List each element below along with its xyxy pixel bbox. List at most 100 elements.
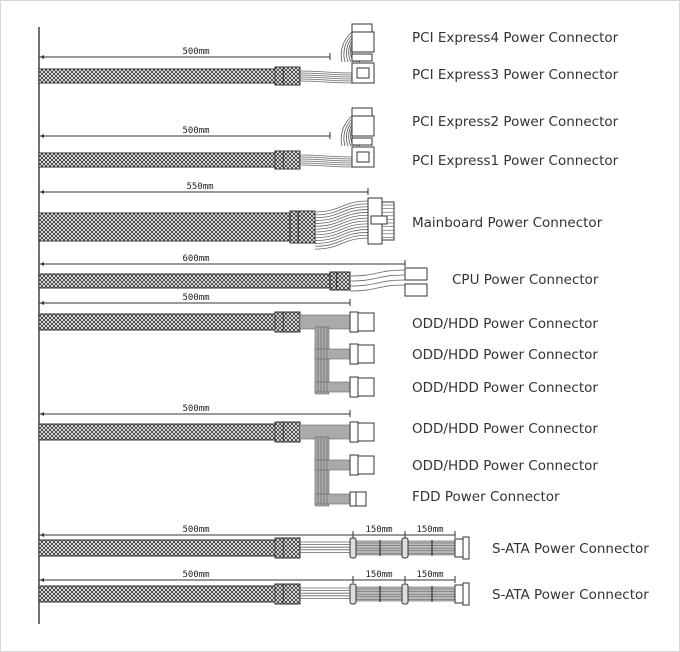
pcie-cable-2-wire-arc: [340, 115, 353, 147]
pcie-cable-2-connector-lower: [351, 146, 375, 168]
pcie-cable-1-length-label: 500mm: [182, 47, 209, 57]
pcie-cable-2-wire: [299, 164, 353, 168]
pcie-cable-2-wire: [299, 162, 353, 166]
label-pcie1: PCI Express1 Power Connector: [412, 153, 619, 169]
cpu-cable-length-label: 600mm: [182, 254, 209, 264]
molex-cable-1-sleeve: [38, 313, 276, 331]
mainboard-cable-wire: [314, 220, 369, 233]
pcie-cable-1-connector-tab: [351, 23, 373, 33]
sata-cable-2-segment-label: 150mm: [365, 570, 392, 580]
pcie-cable-2-connector-latch: [356, 151, 370, 163]
label-sata-1: S-ATA Power Connector: [492, 541, 649, 557]
molex-cable-2-wire-bundle-vertical: [314, 436, 330, 507]
pcie-cable-2-wire-arc: [343, 118, 353, 147]
cpu-cable-wire: [349, 284, 406, 292]
molex-cable-1-ferrule: [274, 311, 301, 333]
mainboard-cable-wire: [314, 226, 369, 239]
cpu-cable-ferrule: [329, 271, 351, 291]
label-odd-hdd-1: ODD/HDD Power Connector: [412, 316, 598, 332]
cpu-cable-sleeve: [38, 273, 331, 289]
sata-cable-1-inline-connector: [401, 537, 409, 559]
molex-cable-2-ferrule: [274, 421, 301, 443]
pcie-cable-1-wire: [299, 78, 353, 82]
sata-cable-1-end-connector-front: [462, 536, 470, 560]
molex-cable-2-molex-connector-front: [349, 454, 359, 476]
molex-cable-2-sleeve: [38, 423, 276, 441]
molex-cable-1-molex-connector-body: [357, 312, 375, 332]
mainboard-cable-ferrule-band: [297, 210, 316, 244]
pcie-cable-1-wire-arc: [340, 31, 353, 63]
pcie-cable-2-length-label: 500mm: [182, 126, 209, 136]
sata-cable-1-arrow: [40, 533, 44, 537]
label-mainboard: Mainboard Power Connector: [412, 215, 603, 231]
pcie-cable-2-sleeve: [38, 152, 276, 168]
pcie-cable-2-ferrule: [274, 150, 301, 170]
molex-cable-2-molex-connector-body: [357, 455, 375, 475]
sata-cable-1-inline-connector: [349, 537, 357, 559]
pcie-cable-2-connector-upper: [351, 115, 375, 137]
sata-cable-1-end-connector-back: [454, 538, 464, 558]
pcie-cable-2-wire: [299, 160, 353, 164]
pcie-cable-1-wire: [299, 80, 353, 84]
pcie-cable-2-connector-tab: [351, 107, 373, 117]
sata-cable-2-ferrule: [274, 583, 301, 605]
molex-cable-1-wire-branch: [314, 348, 351, 360]
mainboard-cable-wire: [314, 234, 369, 247]
molex-cable-2-wire-branch: [314, 459, 351, 471]
pcie-cable-1-wire: [299, 74, 353, 78]
pcie-cable-1-ferrule: [274, 66, 301, 86]
label-pcie2: PCI Express2 Power Connector: [412, 114, 619, 130]
pcie-cable-1-connector-latch: [356, 67, 370, 79]
molex-cable-1-wire-branch: [314, 381, 351, 393]
pcie-cable-2-wire: [299, 156, 353, 160]
cpu-connector-lower: [404, 283, 428, 297]
mainboard-cable-wire: [314, 229, 369, 241]
molex-cable-1-molex-connector-front: [349, 376, 359, 398]
molex-cable-2-wire-branch: [314, 493, 351, 505]
pcie-cable-1-ferrule-band: [282, 66, 301, 86]
molex-cable-1-wire-bundle-vertical: [314, 326, 330, 395]
label-cpu: CPU Power Connector: [452, 272, 599, 288]
molex-cable-2-length-label: 500mm: [182, 404, 209, 414]
cpu-cable-wire: [349, 279, 406, 287]
molex-cable-2-molex-connector-body: [357, 422, 375, 442]
mainboard-cable-arrow: [40, 190, 44, 194]
mainboard-cable-wire: [314, 232, 369, 244]
pcie-cable-1-sleeve: [38, 68, 276, 84]
sata-cable-1-ferrule: [274, 537, 301, 559]
sata-cable-2-end-connector-front: [462, 582, 470, 606]
pcie-cable-1-wire: [299, 72, 353, 76]
molex-cable-1-arrow: [40, 301, 44, 305]
cpu-connector-upper: [404, 267, 428, 281]
mainboard-cable-sleeve: [38, 212, 291, 242]
label-fdd: FDD Power Connector: [412, 489, 560, 505]
sata-cable-1-segment-label: 150mm: [365, 525, 392, 535]
pcie-cable-2-wire-arc: [348, 124, 353, 147]
mainboard-cable-wire: [314, 217, 369, 230]
pcie-cable-2-connector-tab: [351, 137, 373, 146]
pcie-cable-2-wire: [299, 154, 353, 158]
mainboard-cable-ferrule: [289, 210, 316, 244]
label-pcie4: PCI Express4 Power Connector: [412, 30, 619, 46]
sata-cable-1-ferrule-band: [282, 537, 301, 559]
pcie-cable-1-wire: [299, 76, 353, 80]
mainboard-cable-wire: [314, 206, 369, 219]
pcie-cable-1-wire-arc: [343, 34, 353, 63]
mainboard-cable-wire: [314, 203, 369, 216]
label-sata-2: S-ATA Power Connector: [492, 587, 649, 603]
pcie-cable-1-wire: [299, 70, 353, 74]
label-pcie3: PCI Express3 Power Connector: [412, 67, 619, 83]
pcie-cable-1-wire-arc: [346, 37, 353, 63]
sata-cable-1-length-label: 500mm: [182, 525, 209, 535]
mainboard-cable-wire: [314, 237, 369, 250]
sata-cable-2-end-connector-back: [454, 584, 464, 604]
molex-cable-1-length-label: 500mm: [182, 293, 209, 303]
pcie-cable-2-ferrule-band: [282, 150, 301, 170]
sata-cable-2-length-label: 500mm: [182, 570, 209, 580]
molex-cable-2-fdd-connector: [349, 491, 367, 507]
mainboard-cable-wire: [314, 209, 369, 221]
label-odd-hdd-5: ODD/HDD Power Connector: [412, 458, 598, 474]
molex-cable-1-molex-connector-front: [349, 311, 359, 333]
mainboard-cable-wire: [314, 212, 369, 224]
